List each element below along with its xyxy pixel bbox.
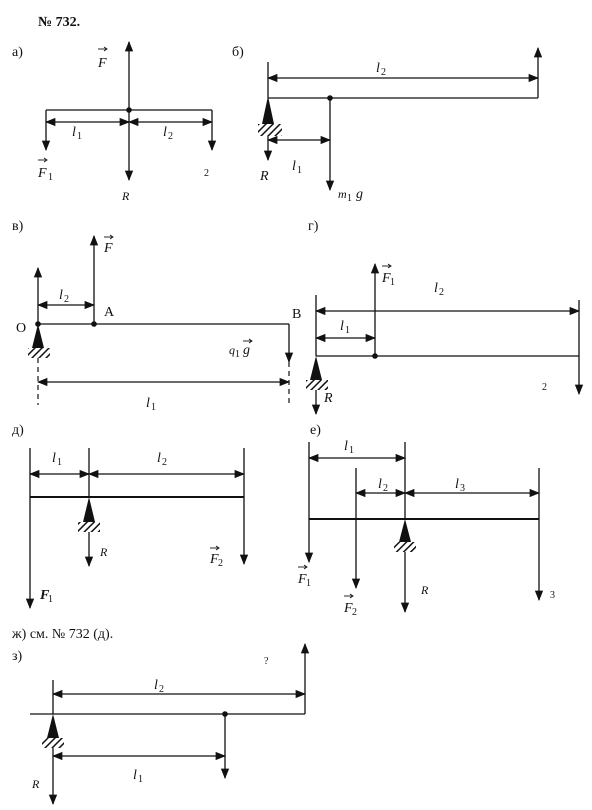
part-d-label: д) [12,423,24,438]
part-e-F3-partial: 3 [550,590,555,601]
part-g-B-label: B [292,307,301,322]
part-a-R-label: R [121,189,130,203]
part-b-label: б) [232,45,244,60]
part-v-support [32,324,44,348]
part-e-F1-label: F [297,572,307,587]
part-v-l2-label: l [59,288,63,303]
svg-text:1: 1 [345,325,350,336]
part-e-F2-label: F [343,601,353,616]
part-a-l1-label: l [72,125,76,140]
part-d-F1-label: F [39,588,50,603]
part-d-l2-label: l [157,451,161,466]
svg-text:2: 2 [159,684,164,695]
svg-text:2: 2 [168,131,173,142]
part-d-support [83,497,95,522]
svg-text:1: 1 [347,193,352,204]
svg-text:1: 1 [48,594,53,605]
part-d-R-label: R [99,545,108,559]
svg-text:2: 2 [162,457,167,468]
part-g-support-hatch [306,380,328,390]
part-e-R-label: R [420,583,429,597]
svg-text:1: 1 [77,131,82,142]
part-z-top-partial: ? [264,656,269,667]
part-a-label: а) [12,45,23,60]
part-e-l1-label: l [344,439,348,454]
svg-text:2: 2 [352,607,357,618]
part-g-R-label: R [323,391,333,406]
svg-text:1: 1 [138,774,143,785]
part-e: е) l 1 l 2 l 3 F 1 F 2 R 3 [297,423,555,618]
part-e-label: е) [310,423,321,438]
svg-text:g: g [243,343,250,358]
svg-text:1: 1 [306,578,311,589]
svg-text:g: g [356,187,363,202]
part-z-support [47,714,59,738]
part-g-label: г) [308,219,319,234]
part-d: д) l 1 l 2 R F 2 F 1 [12,423,249,610]
part-b-l2-label: l [376,61,380,76]
part-z: з) l 2 l 1 R ? [12,642,310,806]
part-v-O-label: O [16,321,26,336]
part-b-m1g-label: m [338,187,347,201]
part-a-l2-label: l [163,125,167,140]
part-v: в) F l 2 O A q 1 g l 1 [12,219,294,413]
part-z-label: з) [12,649,23,664]
part-z-support-hatch [42,738,64,748]
svg-text:1: 1 [349,445,354,456]
part-b: б) l 2 l 1 R m 1 g [232,45,543,204]
part-e-l2-label: l [378,477,382,492]
svg-text:1: 1 [390,277,395,288]
part-a-F2-partial: 2 [204,168,209,179]
part-b-R-label: R [259,169,269,184]
part-g-l1-label: l [340,319,344,334]
part-zh-note: ж) см. № 732 (д). [11,627,113,642]
svg-text:1: 1 [57,457,62,468]
part-v-A-label: A [104,305,115,320]
svg-text:1: 1 [235,349,240,360]
svg-text:2: 2 [383,483,388,494]
part-b-l1-label: l [292,159,296,174]
part-z-l1-label: l [133,768,137,783]
part-v-label: в) [12,219,24,234]
part-g-l2-label: l [434,281,438,296]
part-g-F2-partial: 2 [542,382,547,393]
part-v-m1g-label: q [229,343,235,357]
svg-text:1: 1 [297,165,302,176]
svg-text:2: 2 [218,558,223,569]
part-d-F2-label: F [209,552,219,567]
part-d-l1-label: l [52,451,56,466]
svg-text:3: 3 [460,483,465,494]
part-g: г) B F 1 l 2 l 1 R 2 [292,219,584,416]
part-b-support [262,96,274,124]
part-a-F-label: F [97,56,107,71]
part-e-support [399,519,411,542]
part-e-l3-label: l [455,477,459,492]
part-v-l1-label: l [146,396,150,411]
part-v-F-label: F [103,241,113,256]
problem-title: № 732. [38,15,80,30]
part-z-l2-label: l [154,678,158,693]
part-e-support-hatch [394,542,416,552]
part-b-support-hatch [258,124,282,136]
part-z-R-label: R [31,777,40,791]
part-a: а) F F 1 R l 1 l 2 2 [12,40,217,203]
svg-text:1: 1 [48,172,53,183]
part-v-support-hatch [28,348,50,358]
svg-text:2: 2 [64,294,69,305]
svg-text:2: 2 [381,67,386,78]
part-g-support [310,356,322,380]
part-d-support-hatch [78,522,100,532]
svg-text:1: 1 [151,402,156,413]
part-g-F1-label: F [381,271,391,286]
part-a-F1-label: F [37,166,47,181]
svg-text:2: 2 [439,287,444,298]
